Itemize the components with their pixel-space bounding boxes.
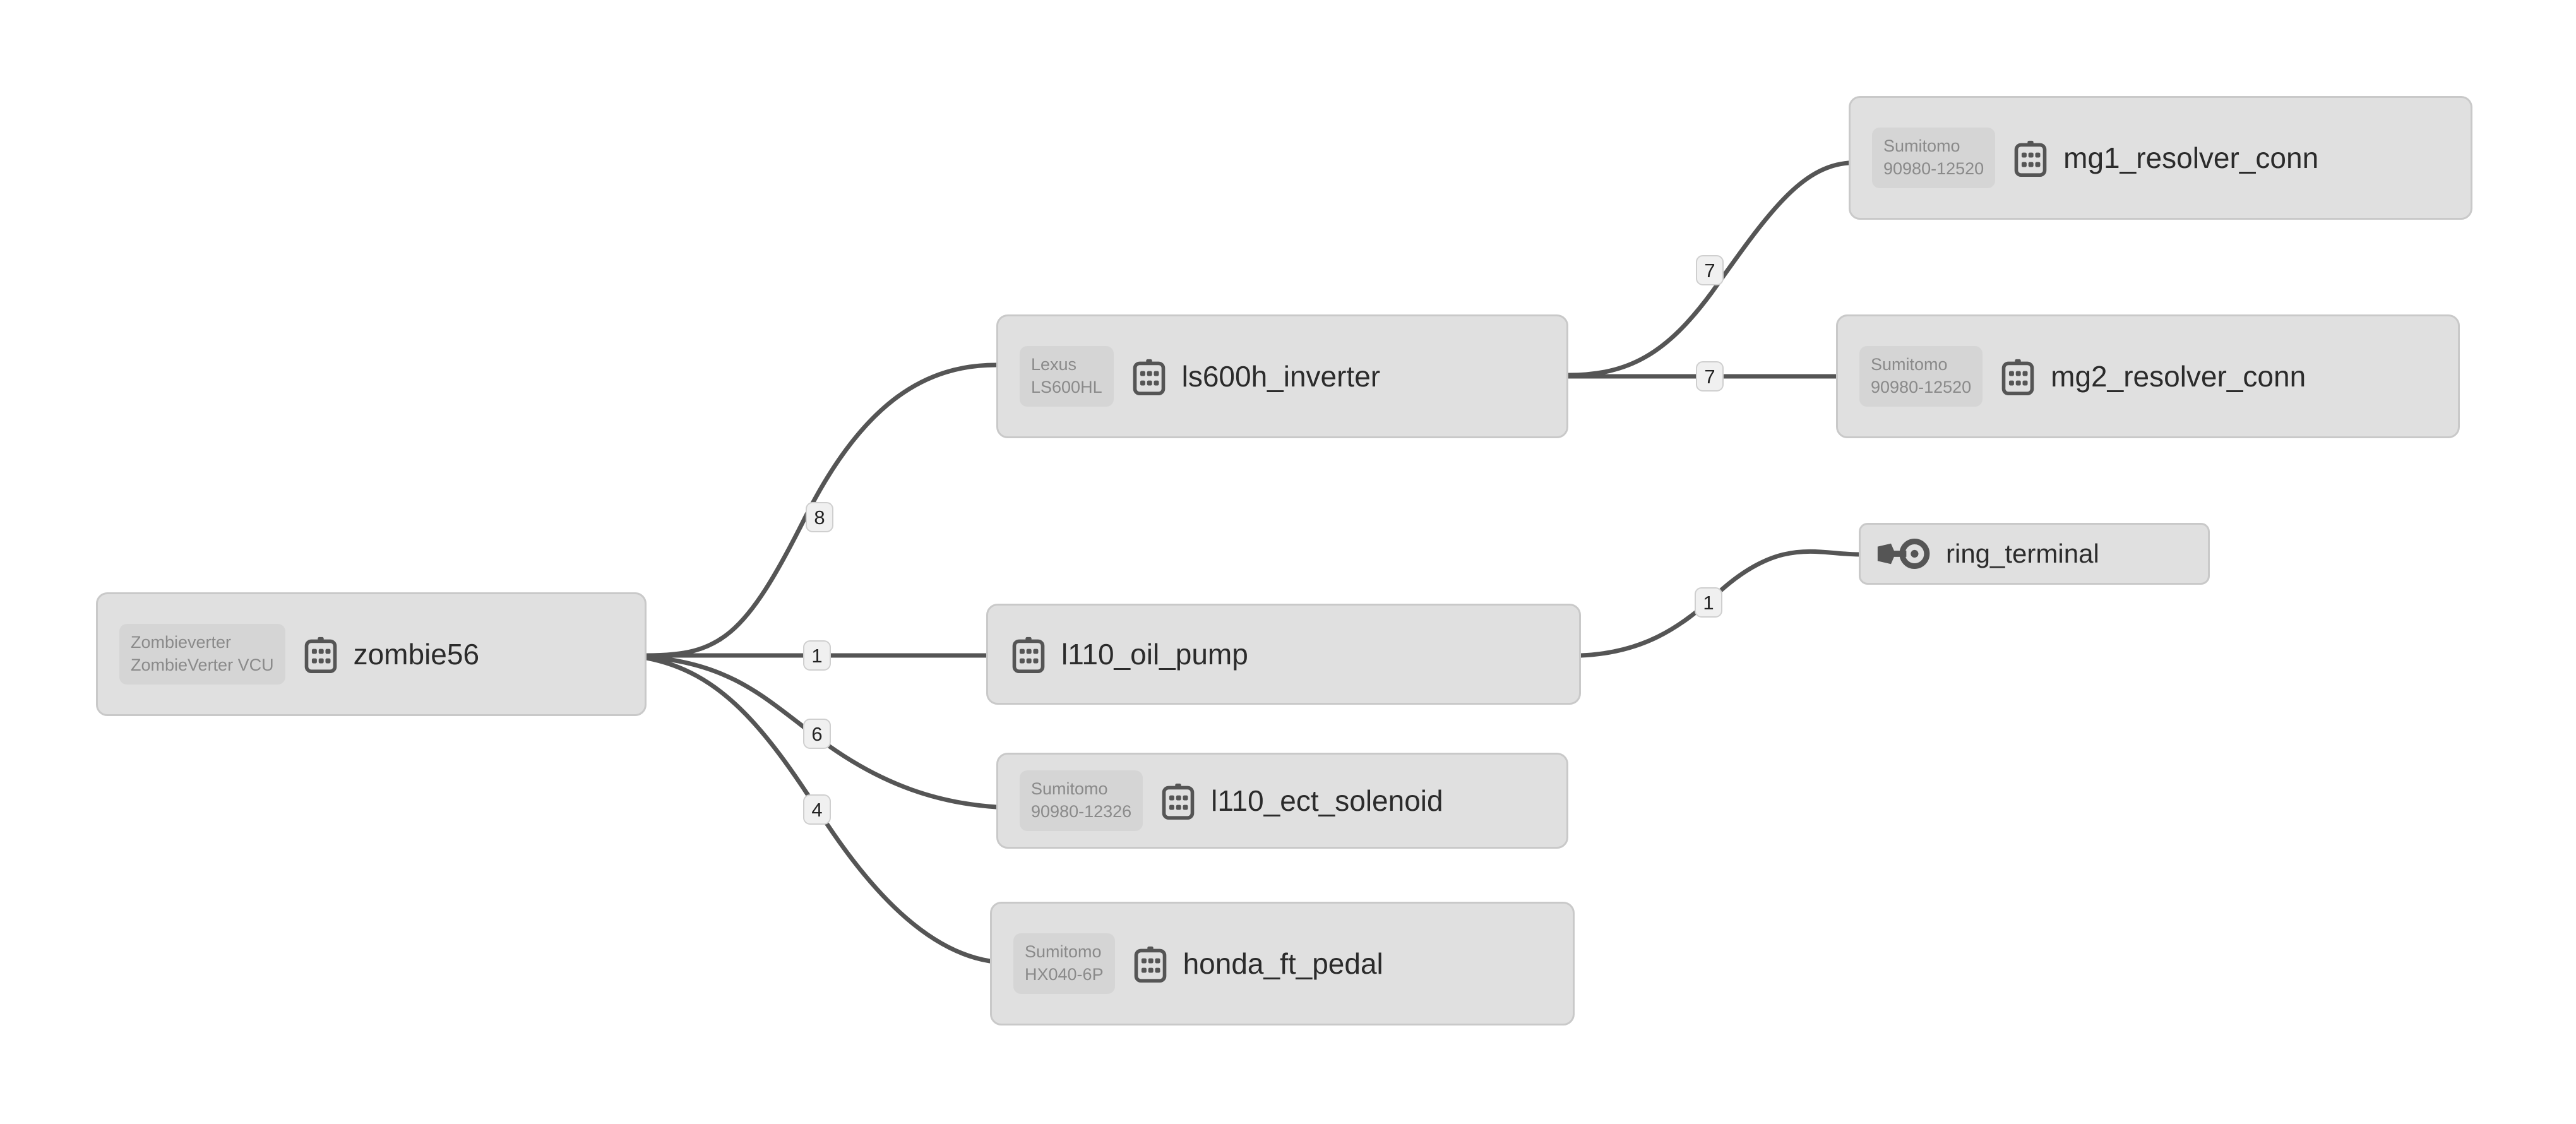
edge-label-e3[interactable]: 6 <box>803 719 831 749</box>
node-l110_ect_solenoid[interactable]: Sumitomo 90980-12326 l110_ect_solenoid <box>996 753 1568 849</box>
part-number-text: 90980-12520 <box>1883 159 1984 178</box>
edge-label-e4[interactable]: 4 <box>803 794 831 825</box>
edge-label-e1[interactable]: 8 <box>806 502 833 532</box>
node-mg1_resolver_conn[interactable]: Sumitomo 90980-12520 mg1_resolver_conn <box>1849 96 2472 220</box>
node-label: mg1_resolver_conn <box>2063 141 2319 174</box>
manufacturer-text: Sumitomo <box>1031 779 1108 799</box>
part-badge: Sumitomo 90980-12520 <box>1872 128 1996 188</box>
part-badge: Sumitomo 90980-12520 <box>1859 346 1983 407</box>
edge-label-e6[interactable]: 7 <box>1696 361 1724 392</box>
edge-label-e2[interactable]: 1 <box>803 640 831 671</box>
part-number-text: 90980-12520 <box>1871 378 1972 397</box>
node-label: ring_terminal <box>1946 539 2099 568</box>
part-number-text: HX040-6P <box>1025 965 1104 984</box>
manufacturer-text: Zombieverter <box>131 633 232 652</box>
connector-icon <box>2001 359 2034 395</box>
node-l110_oil_pump[interactable]: l110_oil_pump <box>986 604 1581 705</box>
part-badge: Sumitomo 90980-12326 <box>1020 770 1143 831</box>
node-label: l110_oil_pump <box>1061 638 1248 671</box>
node-mg2_resolver_conn[interactable]: Sumitomo 90980-12520 mg2_resolver_conn <box>1836 314 2460 438</box>
manufacturer-text: Sumitomo <box>1871 355 1948 374</box>
node-label: l110_ect_solenoid <box>1211 784 1443 817</box>
ring-terminal-icon <box>1877 539 1930 569</box>
connector-icon <box>2014 140 2047 177</box>
manufacturer-text: Sumitomo <box>1883 136 1960 156</box>
node-label: mg2_resolver_conn <box>2051 360 2306 393</box>
edge-label-e7[interactable]: 1 <box>1695 587 1722 618</box>
part-number-text: LS600HL <box>1031 378 1102 397</box>
node-ring_terminal[interactable]: ring_terminal <box>1859 523 2210 585</box>
connector-icon <box>1133 359 1165 395</box>
part-number-text: ZombieVerter VCU <box>131 655 274 674</box>
manufacturer-text: Sumitomo <box>1025 942 1102 962</box>
connector-icon <box>1134 946 1166 983</box>
connector-icon <box>304 637 337 673</box>
connector-icon <box>1012 637 1045 673</box>
node-label: ls600h_inverter <box>1181 360 1381 393</box>
node-label: honda_ft_pedal <box>1183 947 1383 980</box>
node-label: zombie56 <box>353 638 480 671</box>
manufacturer-text: Lexus <box>1031 355 1077 374</box>
edge-label-e5[interactable]: 7 <box>1696 255 1724 285</box>
part-number-text: 90980-12326 <box>1031 802 1132 821</box>
connector-icon <box>1162 783 1195 820</box>
